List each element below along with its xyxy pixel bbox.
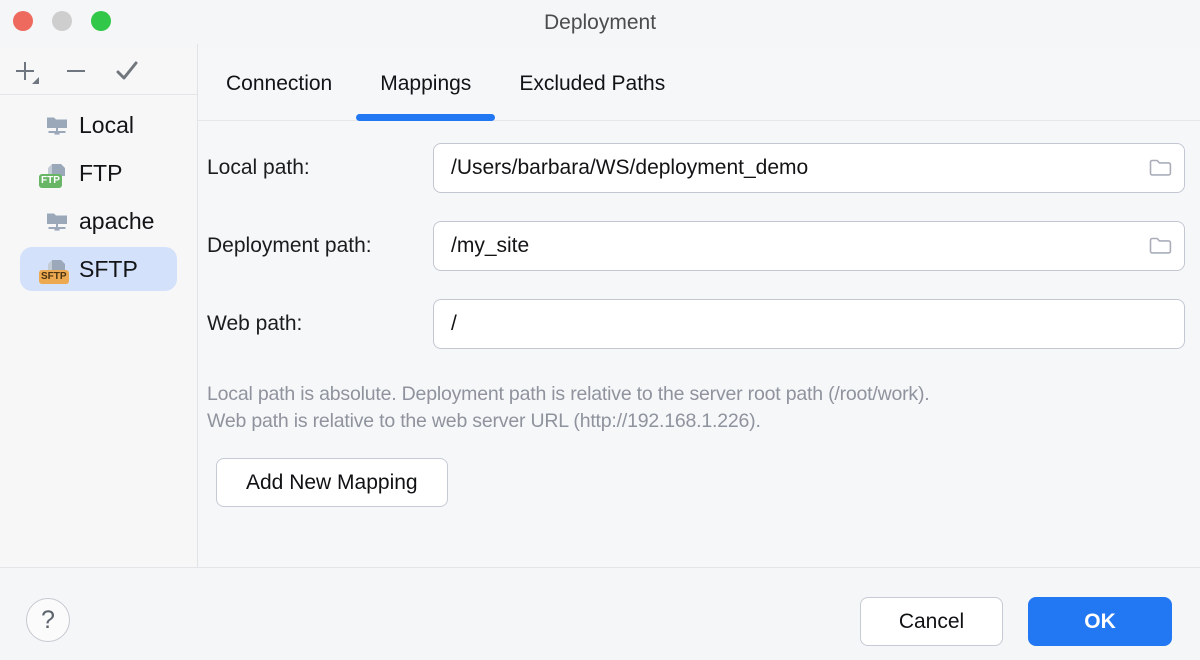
add-new-mapping-button[interactable]: Add New Mapping [216, 458, 448, 507]
tab-excluded-paths[interactable]: Excluded Paths [495, 48, 689, 120]
server-item-label: Local [79, 111, 134, 138]
tab-connection[interactable]: Connection [202, 48, 356, 120]
ftp-badge: FTP [39, 174, 62, 188]
tab-mappings[interactable]: Mappings [356, 48, 496, 121]
server-ftp-icon: FTP [39, 160, 70, 188]
help-button[interactable]: ? [26, 598, 70, 642]
web-path-input[interactable] [433, 299, 1185, 349]
server-list: Local FTP FTP apache [0, 95, 197, 291]
server-item-label: SFTP [79, 255, 138, 282]
server-item-apache[interactable]: apache [20, 199, 177, 243]
add-server-button[interactable] [10, 56, 40, 86]
folder-network-icon [44, 112, 70, 138]
deployment-path-row: Deployment path: [207, 221, 1185, 271]
server-item-local[interactable]: Local [20, 103, 177, 147]
sftp-badge: SFTP [39, 270, 69, 284]
local-path-input[interactable] [433, 143, 1185, 193]
browse-folder-icon[interactable] [1147, 233, 1174, 259]
window-title: Deployment [543, 11, 657, 34]
cancel-button[interactable]: Cancel [860, 597, 1003, 646]
server-sftp-icon: SFTP [39, 256, 70, 284]
folder-network-icon [44, 208, 70, 234]
tab-bar: Connection Mappings Excluded Paths [198, 48, 1200, 121]
dialog-footer: ? Cancel OK [0, 567, 1200, 660]
deployment-path-label: Deployment path: [207, 234, 372, 257]
title-bar: Deployment [0, 0, 1200, 48]
web-path-label: Web path: [207, 312, 303, 335]
server-item-label: FTP [79, 159, 123, 186]
local-path-row: Local path: [207, 143, 1185, 193]
dropdown-triangle-icon [32, 77, 39, 84]
help-line-1: Local path is absolute. Deployment path … [207, 383, 930, 405]
help-line-2: Web path is relative to the web server U… [207, 410, 761, 432]
sidebar-toolbar [0, 48, 197, 95]
apply-default-button[interactable] [112, 56, 142, 86]
server-item-sftp[interactable]: SFTP SFTP [20, 247, 177, 291]
minimize-button[interactable] [52, 11, 72, 31]
server-item-ftp[interactable]: FTP FTP [20, 151, 177, 195]
deployment-path-input[interactable] [433, 221, 1185, 271]
server-sidebar: Local FTP FTP apache [0, 48, 197, 567]
browse-folder-icon[interactable] [1147, 155, 1174, 181]
close-button[interactable] [13, 11, 33, 31]
traffic-lights [13, 11, 111, 31]
minus-icon [63, 58, 89, 84]
sidebar-divider [197, 44, 198, 567]
zoom-button[interactable] [91, 11, 111, 31]
ok-button[interactable]: OK [1028, 597, 1172, 646]
mapping-help-text: Local path is absolute. Deployment path … [207, 381, 1192, 435]
remove-server-button[interactable] [61, 56, 91, 86]
local-path-label: Local path: [207, 156, 310, 179]
server-item-label: apache [79, 207, 155, 234]
web-path-row: Web path: [207, 299, 1185, 349]
checkmark-icon [113, 57, 141, 85]
plus-icon [12, 58, 38, 84]
